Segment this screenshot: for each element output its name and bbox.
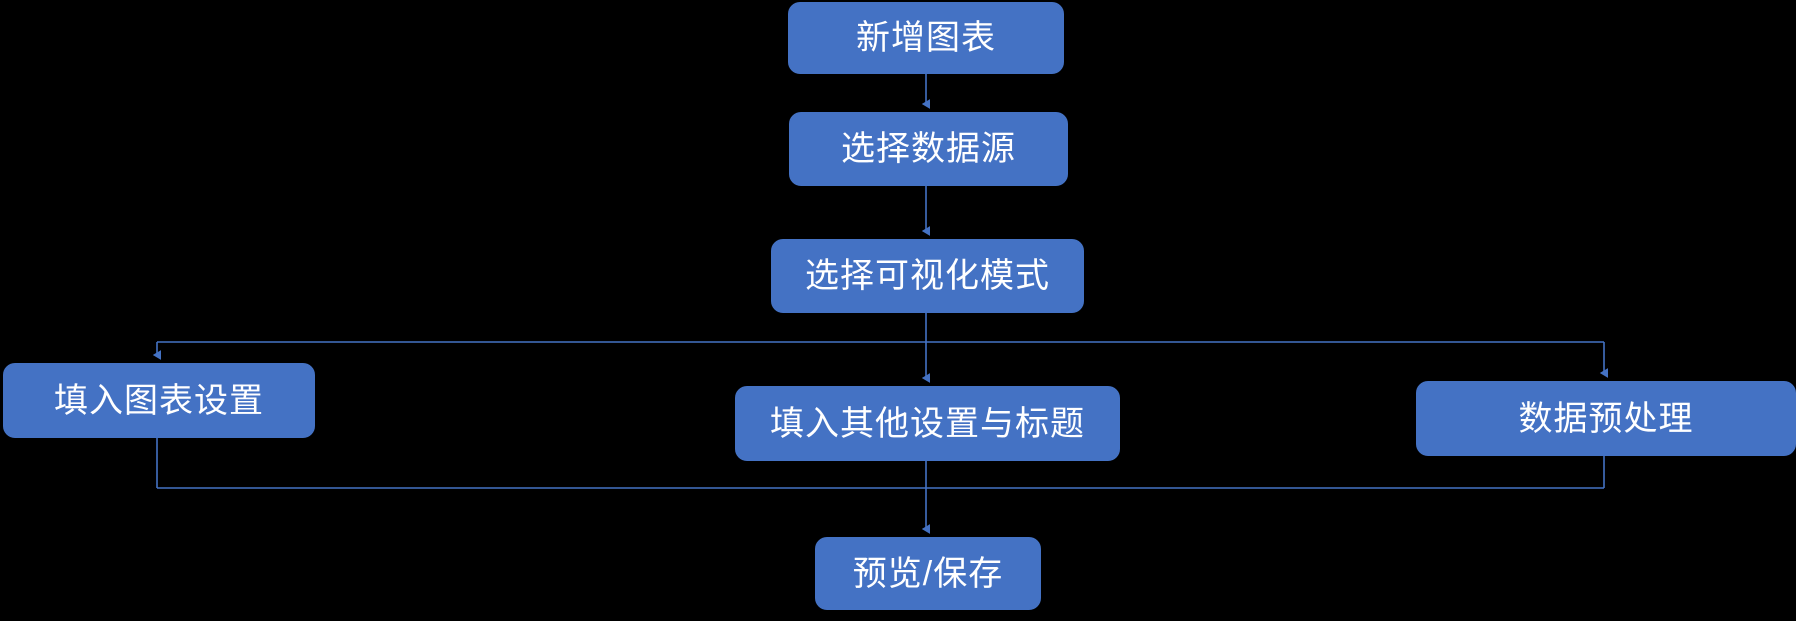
node-data-preprocess[interactable]: 数据预处理	[1416, 381, 1796, 456]
node-select-datasource-label: 选择数据源	[841, 130, 1016, 168]
node-new-chart[interactable]: 新增图表	[788, 2, 1064, 74]
node-preview-save[interactable]: 预览/保存	[815, 537, 1041, 610]
node-data-preprocess-label: 数据预处理	[1518, 399, 1694, 438]
node-select-visual-mode-label: 选择可视化模式	[805, 257, 1050, 295]
node-fill-other-settings[interactable]: 填入其他设置与标题	[735, 386, 1120, 461]
node-select-datasource[interactable]: 选择数据源	[789, 112, 1068, 186]
node-fill-other-settings-label: 填入其他设置与标题	[770, 404, 1085, 443]
node-preview-save-label: 预览/保存	[852, 554, 1004, 593]
node-new-chart-label: 新增图表	[856, 19, 996, 57]
edge-bus-visual-mode-split	[157, 313, 1604, 343]
node-fill-chart-settings[interactable]: 填入图表设置	[3, 363, 315, 438]
node-select-visual-mode[interactable]: 选择可视化模式	[771, 239, 1084, 313]
node-fill-chart-settings-label: 填入图表设置	[54, 381, 264, 420]
